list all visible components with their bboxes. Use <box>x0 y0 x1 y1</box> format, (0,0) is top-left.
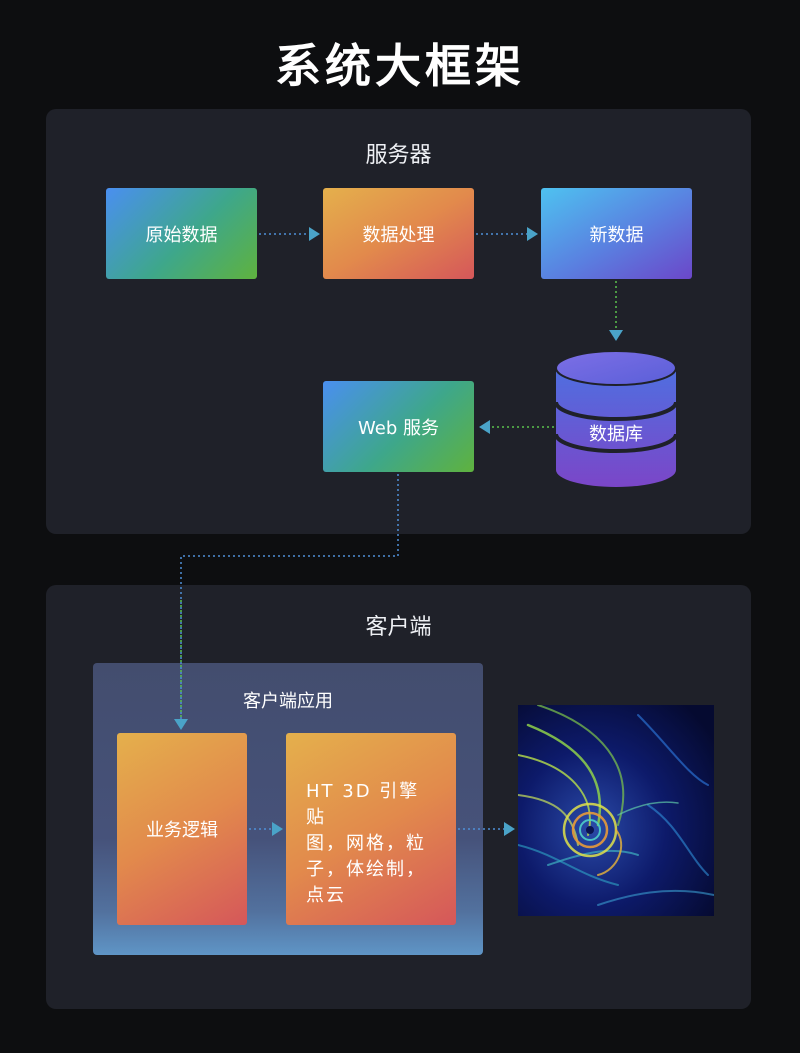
client-panel-label: 客户端 <box>365 615 432 640</box>
web-service-label: Web 服务 <box>358 417 439 439</box>
arrow-database-to-web <box>479 420 554 434</box>
server-panel-label: 服务器 <box>365 143 432 168</box>
ht-engine-label: HT 3D 引擎贴 图，网格，粒 子，体绘制， 点云 <box>286 733 456 909</box>
arrow-engine-to-image <box>458 822 515 836</box>
new-data-node: 新数据 <box>541 188 692 279</box>
ht-engine-line-3: 子，体绘制， <box>306 859 426 880</box>
typhoon-particle-flow-image <box>518 705 714 916</box>
business-logic-label: 业务逻辑 <box>146 820 218 841</box>
ht-engine-line-2: 图，网格，粒 <box>306 833 426 854</box>
web-service-node: Web 服务 <box>323 381 474 472</box>
raw-data-label: 原始数据 <box>145 224 218 246</box>
database-label: 数据库 <box>589 424 643 445</box>
ht-engine-line-1: HT 3D 引擎贴 <box>306 781 420 828</box>
arrow-raw-to-processing <box>259 227 320 241</box>
data-processing-label: 数据处理 <box>362 224 435 246</box>
arrow-new-data-to-database <box>609 281 623 341</box>
client-app-label: 客户端应用 <box>243 691 333 712</box>
arrow-logic-to-engine <box>249 822 283 836</box>
page-title: 系统大框架 <box>275 39 525 93</box>
ht-engine-node: HT 3D 引擎贴 图，网格，粒 子，体绘制， 点云 <box>286 733 456 925</box>
arrow-processing-to-new-data <box>476 227 538 241</box>
new-data-label: 新数据 <box>589 224 644 246</box>
database-cylinder-icon <box>554 350 678 487</box>
raw-data-node: 原始数据 <box>106 188 257 279</box>
arrow-web-to-business-logic <box>174 474 399 730</box>
data-processing-node: 数据处理 <box>323 188 474 279</box>
business-logic-node: 业务逻辑 <box>117 733 247 925</box>
ht-engine-line-4: 点云 <box>306 885 346 906</box>
